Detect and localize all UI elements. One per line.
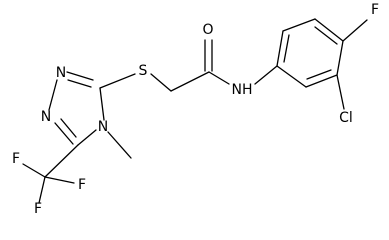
bonds bbox=[22, 18, 368, 204]
bond-benz-5-6-inner bbox=[306, 69, 332, 80]
bond-n2-n1 bbox=[48, 79, 58, 111]
atom-labels: S O NH N N N Cl F F F F bbox=[12, 2, 379, 217]
bond-c3-s bbox=[99, 73, 136, 89]
chemical-structure-diagram: S O NH N N N Cl F F F F bbox=[12, 2, 379, 217]
atom-label-cl: Cl bbox=[339, 110, 353, 126]
bond-benz-3-4 bbox=[314, 18, 344, 42]
bond-c3-n2-double-b bbox=[67, 79, 92, 88]
bond-ch2-carbonyl bbox=[170, 71, 210, 92]
atom-label-f-cf3-b: F bbox=[78, 177, 86, 193]
bond-n1-c5-double-b bbox=[60, 118, 77, 138]
bond-benz-3-4-inner bbox=[314, 26, 338, 45]
bond-carbonyl-nh bbox=[208, 71, 230, 85]
bond-cf3-f2 bbox=[44, 176, 75, 184]
atom-label-s: S bbox=[139, 63, 148, 79]
bond-benz-4-5 bbox=[336, 40, 344, 76]
bond-n1-c5-double-a bbox=[54, 122, 74, 145]
atom-label-f-cf3-a: F bbox=[12, 151, 20, 167]
bond-benz-1-2-inner bbox=[283, 34, 290, 63]
atom-label-n2: N bbox=[41, 109, 51, 125]
atom-label-f-aryl: F bbox=[371, 2, 379, 18]
bond-n4-methyl bbox=[107, 131, 132, 159]
bond-benz-5-6 bbox=[305, 74, 338, 88]
bond-benz-1-2 bbox=[276, 30, 284, 67]
bond-benz-f bbox=[342, 19, 368, 42]
bond-c5-cf3 bbox=[44, 144, 79, 178]
atom-label-f-cf3-c: F bbox=[34, 201, 42, 217]
atom-label-n4: N bbox=[98, 119, 108, 135]
bond-s-ch2 bbox=[150, 73, 172, 92]
bond-c5-n4 bbox=[77, 129, 97, 146]
bond-nh-ring bbox=[254, 65, 278, 85]
bond-cf3-f3 bbox=[38, 176, 46, 204]
bond-benz-cl bbox=[336, 74, 345, 110]
bond-c3-n2-double-a bbox=[66, 71, 94, 81]
atom-label-nh: NH bbox=[232, 82, 253, 98]
bond-benz-6-1 bbox=[276, 65, 307, 88]
atom-label-n1: N bbox=[56, 65, 66, 81]
atom-label-o: O bbox=[202, 22, 213, 38]
bond-benz-2-3 bbox=[282, 18, 316, 32]
bond-cf3-f1 bbox=[22, 163, 46, 178]
bond-n4-c3 bbox=[99, 87, 105, 121]
